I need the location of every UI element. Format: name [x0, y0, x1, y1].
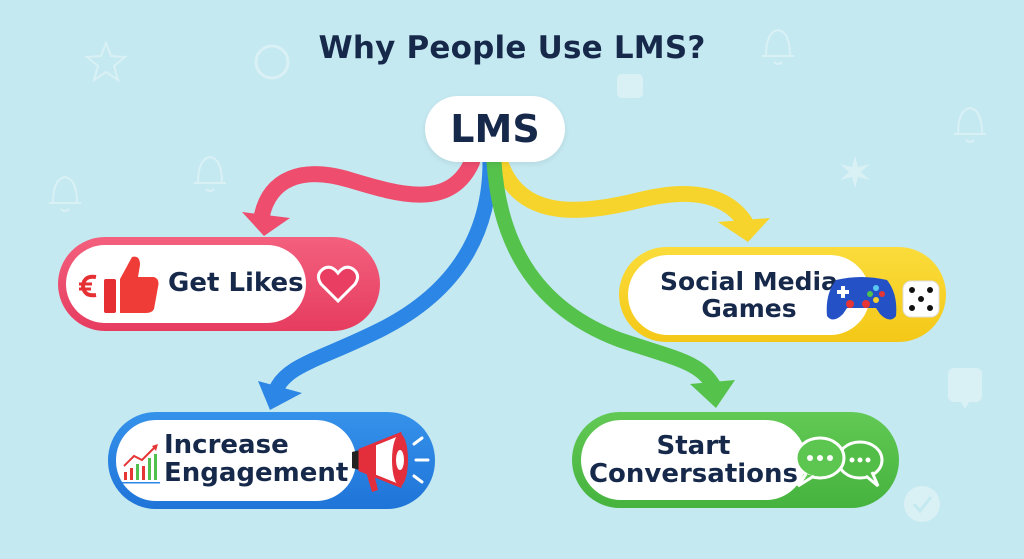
increase-label: Increase: [164, 430, 289, 460]
dice-icon: [902, 280, 940, 318]
games-label: Games: [701, 294, 797, 323]
chat-bubbles-icon: [794, 436, 884, 488]
background-badge-icon: [948, 368, 982, 409]
heart-icon: [316, 265, 360, 304]
diagram-title: Why People Use LMS?: [318, 30, 706, 66]
arrow-to-get-likes: [242, 154, 480, 236]
euro-icon: [79, 274, 97, 298]
background-star-icon: [84, 40, 128, 83]
node-get-likes: Get Likes: [58, 237, 380, 331]
background-bell-icon: [49, 175, 81, 212]
arrow-to-increase-engagement: [258, 154, 498, 410]
megaphone-icon: [352, 431, 430, 492]
background-bell-icon: [194, 155, 226, 192]
lms-root-node: LMS: [425, 96, 565, 162]
arrow-to-social-media-games: [492, 154, 770, 242]
node-increase-engagement: Increase Engagement: [108, 412, 435, 509]
background-check-icon: [904, 486, 940, 522]
get-likes-label: Get Likes: [168, 268, 304, 298]
arrow-to-start-conversations: [486, 154, 735, 408]
background-badge-icon: [617, 74, 643, 98]
background-sparkle-icon: [840, 156, 870, 188]
background-phone-icon: [254, 44, 290, 80]
background-bell-icon: [954, 106, 986, 143]
gamepad-icon: [826, 277, 897, 320]
node-start-conversations: Start Conversations: [572, 412, 899, 508]
conversations-label: Conversations: [588, 459, 799, 489]
engagement-label: Engagement: [164, 458, 349, 489]
node-social-media-games: Social Media Games: [619, 247, 946, 342]
start-label: Start: [656, 430, 731, 461]
thumbs-up-icon: [104, 256, 159, 313]
background-bell-icon: [762, 28, 794, 65]
social-media-label: Social Media: [660, 267, 838, 296]
growth-chart-icon: [122, 444, 160, 484]
